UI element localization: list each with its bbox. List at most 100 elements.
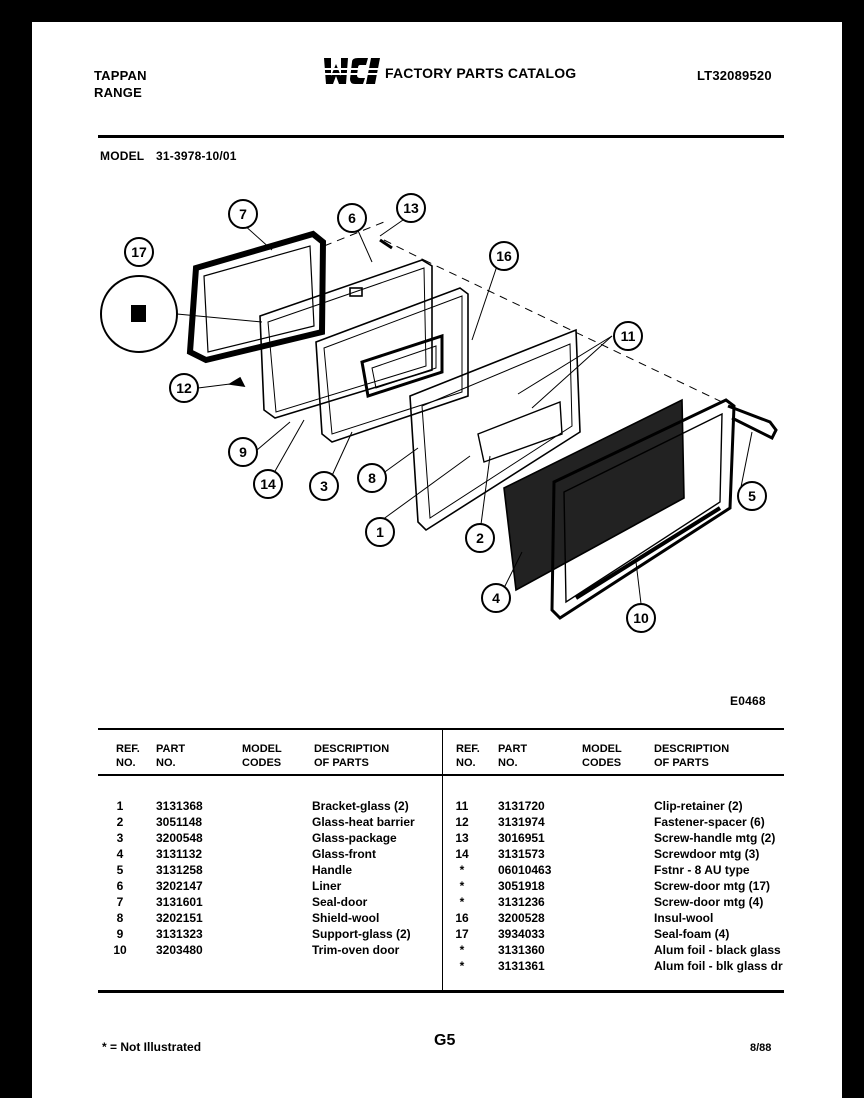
- part-description: Liner: [312, 879, 342, 893]
- part-no: 3131323: [156, 927, 203, 941]
- part-10-shape: [550, 398, 736, 620]
- part-no: 3131601: [156, 895, 203, 909]
- ref-no: 6: [116, 879, 124, 893]
- table-top-rule: [98, 728, 784, 730]
- footnote: * = Not Illustrated: [102, 1040, 202, 1054]
- exploded-diagram: 17 7 6 13 16 11 12 9 14 3 8 1 2 4 10 5: [100, 193, 778, 633]
- ref-no: *: [459, 943, 465, 957]
- part-description: Alum foil - blk glass dr: [654, 959, 783, 973]
- part-no: 3200548: [156, 831, 203, 845]
- part-description: Bracket-glass (2): [312, 799, 409, 813]
- callout-4: 4: [492, 590, 500, 606]
- ref-no: *: [459, 895, 465, 909]
- part-description: Glass-heat barrier: [312, 815, 415, 829]
- ref-no: 12: [455, 815, 469, 829]
- part-no: 3051918: [498, 879, 545, 893]
- part-description: Support-glass (2): [312, 927, 411, 941]
- ref-no: 5: [116, 863, 124, 877]
- part-no: 3934033: [498, 927, 545, 941]
- ref-no: 16: [455, 911, 469, 925]
- ref-no: 3: [116, 831, 124, 845]
- part-no: 3131132: [156, 847, 203, 861]
- callout-13: 13: [403, 200, 419, 216]
- ref-no: 14: [455, 847, 469, 861]
- callout-6: 6: [348, 210, 356, 226]
- callout-14: 14: [260, 476, 276, 492]
- part-no: 3131258: [156, 863, 203, 877]
- part-description: Seal-foam (4): [654, 927, 730, 941]
- ref-no: 2: [116, 815, 124, 829]
- part-no: 3202151: [156, 911, 203, 925]
- diagram-code: E0468: [730, 694, 766, 708]
- part-description: Screwdoor mtg (3): [654, 847, 760, 861]
- part-description: Glass-front: [312, 847, 377, 861]
- part-no: 3131236: [498, 895, 545, 909]
- catalog-page: TAPPAN RANGE FACTORY PARTS CATALOG LT320…: [32, 22, 842, 1098]
- part-no: 3203480: [156, 943, 203, 957]
- part-5-shape: [727, 404, 778, 441]
- callout-17: 17: [131, 244, 147, 260]
- catalog-title: FACTORY PARTS CATALOG: [385, 65, 577, 81]
- part-description: Seal-door: [312, 895, 368, 909]
- part-no: 3131573: [498, 847, 545, 861]
- callout-3: 3: [320, 478, 328, 494]
- part-description: Fastener-spacer (6): [654, 815, 765, 829]
- ref-no: 13: [455, 831, 469, 845]
- header-underline-right: [443, 774, 784, 776]
- callout-1: 1: [376, 524, 384, 540]
- product-type: RANGE: [94, 85, 142, 100]
- part-no: 3131368: [156, 799, 203, 813]
- part-8-shape: [409, 328, 581, 532]
- header-rule: [98, 135, 784, 138]
- part-no: 3202147: [156, 879, 203, 893]
- part-description: Insul-wool: [654, 911, 714, 925]
- part-no: 3200528: [498, 911, 545, 925]
- ref-no: *: [459, 959, 465, 973]
- doc-code: LT32089520: [697, 68, 772, 83]
- ref-no: 9: [116, 927, 124, 941]
- part-6-shape: [259, 259, 433, 419]
- part-3-shape: [315, 287, 469, 443]
- part-4-shape: [503, 398, 685, 592]
- brand-name: TAPPAN: [94, 68, 147, 83]
- part-no: 3131361: [498, 959, 545, 973]
- part-description: Fstnr - 8 AU type: [654, 863, 750, 877]
- part-description: Handle: [312, 863, 353, 877]
- ref-no: 7: [116, 895, 124, 909]
- table-divider: [442, 730, 443, 992]
- part-description: Shield-wool: [312, 911, 380, 925]
- callout-9: 9: [239, 444, 247, 460]
- ref-no: 4: [116, 847, 124, 861]
- ref-no: 1: [116, 799, 124, 813]
- callout-8: 8: [368, 470, 376, 486]
- callout-12: 12: [176, 380, 192, 396]
- wci-logo: [322, 58, 384, 84]
- header-underline-left: [98, 774, 442, 776]
- part-description: Clip-retainer (2): [654, 799, 743, 813]
- ref-no: *: [459, 863, 465, 877]
- callout-7: 7: [239, 206, 247, 222]
- model-label: MODEL: [100, 149, 145, 163]
- ref-no: *: [459, 879, 465, 893]
- ref-no: 17: [455, 927, 469, 941]
- header-ref: REF.NO.: [116, 743, 140, 769]
- part-description: Screw-door mtg (17): [654, 879, 771, 893]
- part-no: 06010463: [498, 863, 552, 877]
- callout-16: 16: [496, 248, 512, 264]
- part-description: Screw-handle mtg (2): [654, 831, 776, 845]
- part-7-shape: [186, 230, 327, 364]
- part-no: 3131974: [498, 815, 545, 829]
- part-no: 3016951: [498, 831, 545, 845]
- callout-10: 10: [633, 610, 649, 626]
- ref-no: 11: [455, 799, 469, 813]
- table-bottom-rule: [98, 990, 784, 993]
- part-description: Alum foil - black glass: [654, 943, 781, 957]
- part-description: Glass-package: [312, 831, 397, 845]
- callout-5: 5: [748, 488, 756, 504]
